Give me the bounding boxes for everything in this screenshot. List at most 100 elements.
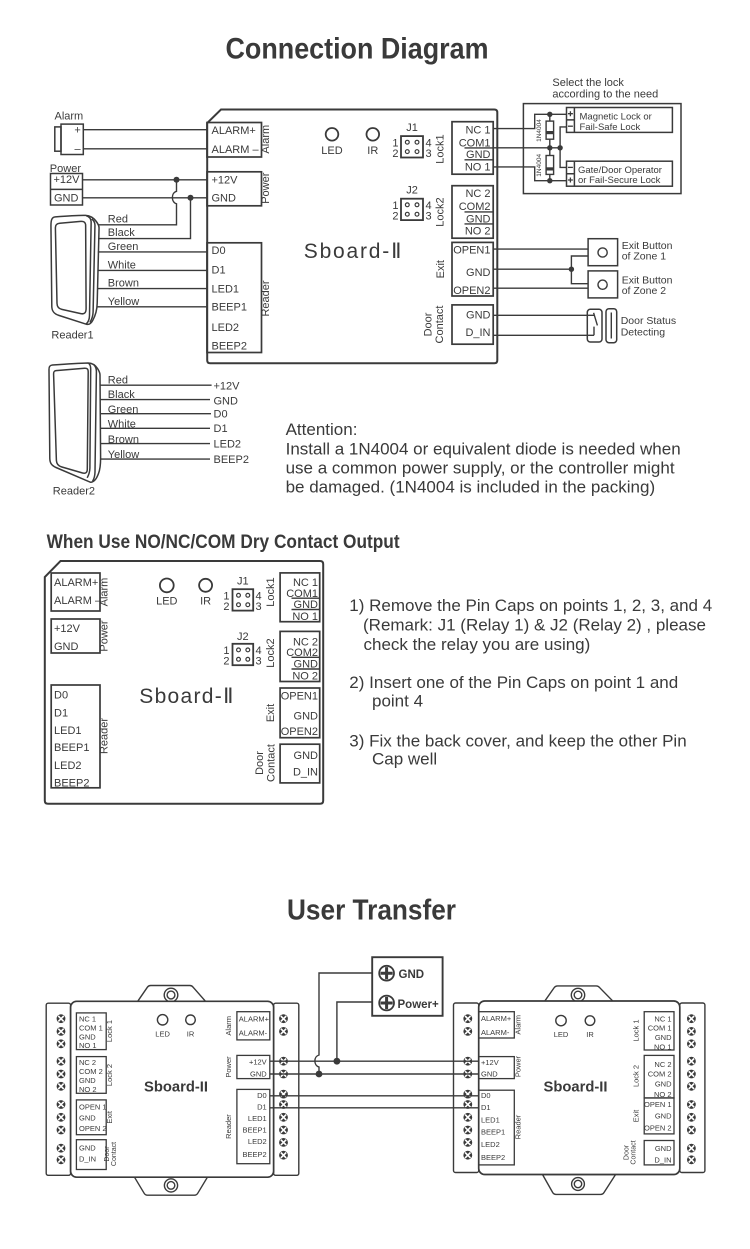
svg-text:Black: Black <box>108 389 135 401</box>
svg-text:J1: J1 <box>406 122 418 134</box>
svg-text:NC 2: NC 2 <box>465 188 490 200</box>
svg-text:Power: Power <box>224 1056 233 1078</box>
svg-text:COM 1: COM 1 <box>79 1023 103 1032</box>
svg-text:3: 3 <box>256 601 262 613</box>
svg-text:LED2: LED2 <box>248 1137 267 1146</box>
svg-text:Power: Power <box>513 1055 522 1077</box>
svg-text:point 4: point 4 <box>372 692 423 711</box>
svg-text:Detecting: Detecting <box>621 327 666 339</box>
svg-text:of Zone 2: of Zone 2 <box>622 285 667 297</box>
svg-text:Reader2: Reader2 <box>53 486 95 498</box>
svg-text:+12V: +12V <box>481 1058 499 1067</box>
svg-text:NO 1: NO 1 <box>465 162 491 174</box>
svg-text:Lock 1: Lock 1 <box>632 1019 641 1041</box>
svg-text:ALARM-: ALARM- <box>239 1029 268 1038</box>
svg-text:Lock2: Lock2 <box>435 197 447 226</box>
svg-text:Exit Button: Exit Button <box>622 275 673 287</box>
svg-text:OPEN1: OPEN1 <box>281 691 318 703</box>
svg-text:Lock1: Lock1 <box>435 134 447 163</box>
svg-text:D1: D1 <box>54 708 68 720</box>
svg-text:Attention:: Attention: <box>286 420 358 439</box>
svg-text:NC 2: NC 2 <box>79 1058 96 1067</box>
svg-text:Exit: Exit <box>435 260 447 278</box>
svg-text:2: 2 <box>223 656 229 668</box>
svg-text:+12V: +12V <box>54 623 81 635</box>
svg-text:Reader: Reader <box>99 718 111 754</box>
svg-text:+12V: +12V <box>249 1058 267 1067</box>
svg-text:NC 2: NC 2 <box>293 637 318 649</box>
svg-text:GND: GND <box>399 969 425 981</box>
svg-text:NC 1: NC 1 <box>79 1015 96 1024</box>
svg-text:NO 2: NO 2 <box>654 1090 672 1099</box>
svg-text:COM 2: COM 2 <box>648 1070 672 1079</box>
svg-text:Door: Door <box>104 1146 111 1162</box>
svg-text:COM1: COM1 <box>286 588 318 600</box>
svg-text:ALARM+: ALARM+ <box>212 125 256 137</box>
svg-text:1N4004: 1N4004 <box>536 154 543 177</box>
svg-text:Door: Door <box>423 312 435 336</box>
svg-text:Exit: Exit <box>105 1110 114 1123</box>
svg-text:+12V: +12V <box>214 380 241 392</box>
svg-text:IR: IR <box>200 596 211 608</box>
svg-text:Reader: Reader <box>513 1114 522 1139</box>
svg-text:GND: GND <box>466 149 491 161</box>
svg-text:4: 4 <box>256 591 262 603</box>
svg-text:use a common power supply, or: use a common power supply, or the contro… <box>286 459 675 478</box>
svg-text:D1: D1 <box>257 1102 267 1111</box>
svg-text:BEEP2: BEEP2 <box>212 341 247 353</box>
svg-text:LED: LED <box>155 1030 170 1039</box>
svg-text:GND: GND <box>655 1079 672 1088</box>
svg-text:4: 4 <box>426 138 432 150</box>
svg-text:Alarm: Alarm <box>224 1016 233 1036</box>
svg-text:Lock 2: Lock 2 <box>632 1065 641 1087</box>
svg-text:OPEN 2: OPEN 2 <box>644 1123 672 1132</box>
svg-text:Fail-Safe Lock: Fail-Safe Lock <box>580 122 641 133</box>
svg-text:+12V: +12V <box>212 175 239 187</box>
svg-text:Contact: Contact <box>266 744 278 782</box>
svg-text:Sboard-II: Sboard-II <box>544 1080 608 1096</box>
svg-text:NO 1: NO 1 <box>292 611 318 623</box>
svg-text:BEEP2: BEEP2 <box>54 778 89 790</box>
svg-text:D0: D0 <box>481 1091 491 1100</box>
svg-text:LED2: LED2 <box>214 438 242 450</box>
svg-text:Power: Power <box>50 163 82 175</box>
svg-text:Lock1: Lock1 <box>265 577 277 606</box>
svg-text:Reader: Reader <box>260 280 272 316</box>
svg-text:LED2: LED2 <box>481 1140 500 1149</box>
svg-text:OPEN2: OPEN2 <box>453 285 490 297</box>
svg-text:+12V: +12V <box>54 174 81 186</box>
svg-text:Magnetic Lock or: Magnetic Lock or <box>580 111 652 122</box>
svg-text:GND: GND <box>466 309 491 321</box>
svg-text:LED: LED <box>554 1030 569 1039</box>
svg-text:GND: GND <box>212 193 237 205</box>
svg-text:GND: GND <box>655 1033 672 1042</box>
svg-text:4: 4 <box>256 645 262 657</box>
svg-text:Reader1: Reader1 <box>51 330 93 342</box>
svg-text:1: 1 <box>392 200 398 212</box>
svg-text:OPEN2: OPEN2 <box>281 726 318 738</box>
svg-text:BEEP1: BEEP1 <box>212 301 247 313</box>
svg-text:(Remark: J1 (Relay 1) & J2 (Re: (Remark: J1 (Relay 1) & J2 (Relay 2) , p… <box>363 616 706 635</box>
svg-text:2) Insert one of the Pin Caps: 2) Insert one of the Pin Caps on point 1… <box>349 673 678 692</box>
svg-text:GND: GND <box>655 1111 672 1120</box>
svg-text:COM1: COM1 <box>459 137 491 149</box>
svg-text:ALARM+: ALARM+ <box>481 1014 512 1023</box>
svg-text:Exit Button: Exit Button <box>622 240 673 252</box>
svg-text:or Fail-Secure Lock: or Fail-Secure Lock <box>578 175 661 186</box>
svg-text:LED: LED <box>156 596 177 608</box>
svg-text:GND: GND <box>214 395 239 407</box>
svg-text:Install a 1N4004 or equivalent: Install a 1N4004 or equivalent diode is … <box>286 440 681 459</box>
svg-text:3) Fix the back cover, and kee: 3) Fix the back cover, and keep the othe… <box>349 732 686 751</box>
svg-text:+: + <box>74 124 80 136</box>
svg-text:GND: GND <box>481 1070 498 1079</box>
svg-text:GND: GND <box>466 267 491 279</box>
svg-text:GND: GND <box>655 1144 672 1153</box>
svg-text:Power: Power <box>260 172 272 204</box>
svg-text:ALARM+: ALARM+ <box>54 577 98 589</box>
svg-text:IR: IR <box>367 145 378 157</box>
svg-text:LED1: LED1 <box>248 1114 267 1123</box>
svg-text:LED1: LED1 <box>212 284 240 296</box>
svg-text:Yellow: Yellow <box>108 296 139 308</box>
svg-text:Contact: Contact <box>434 306 446 344</box>
svg-text:Black: Black <box>108 227 135 239</box>
